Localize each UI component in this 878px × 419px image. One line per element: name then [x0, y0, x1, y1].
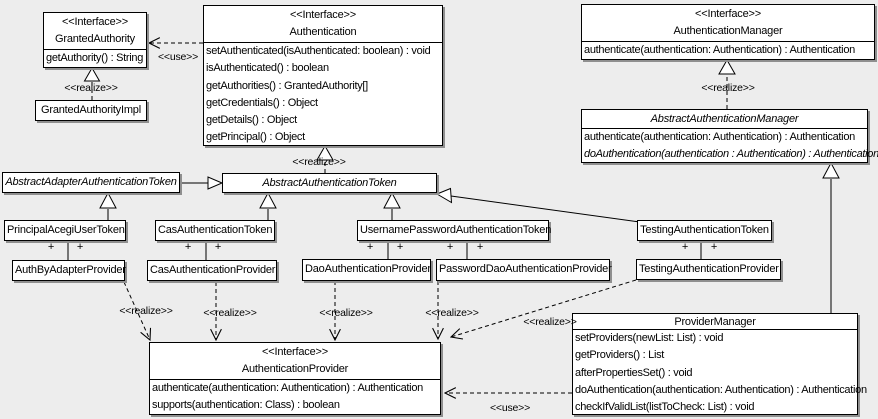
class-name: AuthByAdapterProvider	[15, 264, 126, 276]
association-end-label: +	[710, 241, 718, 253]
class-name: TestingAuthenticationToken	[640, 224, 769, 236]
method-label: setProviders(newList: List) : void	[575, 332, 724, 344]
class-box-cas-authentication-provider[interactable]: CasAuthenticationProvider	[147, 260, 277, 281]
association-end-label: +	[184, 241, 192, 253]
class-box-granted-authority[interactable]: <<Interface>> GrantedAuthority getAuthor…	[43, 12, 147, 68]
realize-label: <<realize>>	[203, 307, 257, 319]
class-name: PrincipalAcegiUserToken	[7, 224, 125, 236]
class-name: AuthenticationManager	[673, 25, 783, 37]
method-label: getAuthority() : String	[46, 52, 144, 64]
association-end-label: +	[446, 241, 454, 253]
class-box-authentication-provider[interactable]: <<Interface>> AuthenticationProvider aut…	[149, 342, 441, 415]
realize-label: <<realize>>	[292, 156, 346, 168]
method-label: doAuthentication(authentication : Authen…	[584, 148, 878, 161]
method-label: setAuthenticated(isAuthenticated: boolea…	[206, 45, 431, 57]
method-label: supports(authentication: Class) : boolea…	[152, 399, 340, 412]
class-box-provider-manager[interactable]: ProviderManager setProviders(newList: Li…	[572, 313, 867, 415]
class-name: CasAuthenticationProvider	[150, 264, 276, 276]
use-label: <<use>>	[157, 51, 199, 63]
class-name: CasAuthenticationToken	[158, 224, 273, 236]
method-label: afterPropertiesSet() : void	[575, 366, 693, 379]
class-box-granted-authority-impl[interactable]: GrantedAuthorityImpl	[35, 100, 147, 121]
class-name: AbstractAuthenticationManager	[650, 113, 799, 125]
class-box-testing-authentication-provider[interactable]: TestingAuthenticationProvider	[636, 259, 781, 280]
class-box-abstract-adapter-authentication-token[interactable]: AbstractAdapterAuthenticationToken	[2, 172, 180, 193]
edge-gen-testingauthenticationtoken	[435, 187, 641, 223]
method-label: isAuthenticated() : boolean	[206, 62, 329, 75]
class-box-authentication[interactable]: <<Interface>> Authentication setAuthenti…	[203, 5, 443, 146]
realize-label: <<realize>>	[523, 316, 577, 328]
class-name: PasswordDaoAuthenticationProvider	[439, 263, 612, 275]
stereotype-label: <<Interface>>	[290, 9, 356, 21]
realize-label: <<realize>>	[425, 307, 479, 319]
association-end-label: +	[366, 241, 374, 253]
realize-label: <<realize>>	[319, 307, 373, 319]
class-box-abstract-authentication-manager[interactable]: AbstractAuthenticationManager authentica…	[581, 109, 878, 163]
method-label: getProviders() : List	[575, 349, 665, 362]
class-box-password-dao-authentication-provider[interactable]: PasswordDaoAuthenticationProvider	[436, 259, 612, 281]
class-name: Authentication	[289, 26, 357, 38]
class-name: ProviderManager	[674, 316, 756, 328]
association-end-label: +	[76, 241, 84, 253]
class-name: AbstractAuthenticationToken	[262, 177, 397, 189]
edge-gen-adaptertoken-abstracttoken	[180, 176, 224, 190]
realize-label: <<realize>>	[64, 82, 118, 94]
method-label: getCredentials() : Object	[206, 96, 318, 109]
association-end-label: +	[47, 241, 55, 253]
method-label: getPrincipal() : Object	[206, 131, 305, 144]
stereotype-label: <<Interface>>	[62, 16, 128, 28]
class-box-authentication-manager[interactable]: <<Interface>> AuthenticationManager auth…	[581, 4, 875, 60]
class-name: GrantedAuthority	[55, 33, 135, 45]
class-name: DaoAuthenticationProvider	[305, 263, 431, 275]
realize-label: <<realize>>	[701, 82, 755, 94]
method-label: doAuthentication(authentication: Authent…	[575, 383, 867, 396]
method-label: checkIfValidList(listToCheck: List) : vo…	[575, 401, 755, 414]
class-box-principal-acegi-user-token[interactable]: PrincipalAcegiUserToken	[4, 220, 126, 241]
realize-label: <<realize>>	[119, 305, 173, 317]
class-name: UsernamePasswordAuthenticationToken	[360, 224, 552, 236]
edge-gen-casauthenticationtoken	[259, 191, 277, 221]
association-end-label: +	[396, 241, 404, 253]
class-box-dao-authentication-provider[interactable]: DaoAuthenticationProvider	[302, 259, 431, 281]
method-label: getAuthorities() : GrantedAuthority[]	[206, 79, 368, 92]
association-end-label: +	[214, 241, 222, 253]
stereotype-label: <<Interface>>	[695, 8, 761, 20]
class-box-abstract-authentication-token[interactable]: AbstractAuthenticationToken	[222, 173, 437, 193]
method-label: authenticate(authentication: Authenticat…	[584, 131, 855, 143]
class-box-auth-by-adapter-provider[interactable]: AuthByAdapterProvider	[12, 260, 126, 281]
class-name: TestingAuthenticationProvider	[639, 263, 779, 275]
class-name: AbstractAdapterAuthenticationToken	[5, 176, 177, 188]
edge-gen-principalacegiusertoken	[99, 191, 117, 221]
stereotype-label: <<Interface>>	[262, 346, 328, 358]
edge-gen-providermanager	[822, 161, 840, 313]
class-name: GrantedAuthorityImpl	[41, 104, 141, 116]
association-end-label: +	[476, 241, 484, 253]
use-label: <<use>>	[489, 402, 531, 414]
method-label: getDetails() : Object	[206, 114, 297, 127]
class-box-cas-authentication-token[interactable]: CasAuthenticationToken	[155, 220, 275, 241]
class-name: AuthenticationProvider	[241, 363, 349, 375]
edge-gen-usernamepasswordtoken	[383, 191, 401, 221]
method-label: authenticate(authentication: Authenticat…	[152, 382, 423, 394]
method-label: authenticate(authentication: Authenticat…	[584, 44, 855, 56]
class-box-testing-authentication-token[interactable]: TestingAuthenticationToken	[637, 220, 772, 241]
class-box-username-password-authentication-token[interactable]: UsernamePasswordAuthenticationToken	[357, 220, 552, 241]
association-end-label: +	[681, 241, 689, 253]
